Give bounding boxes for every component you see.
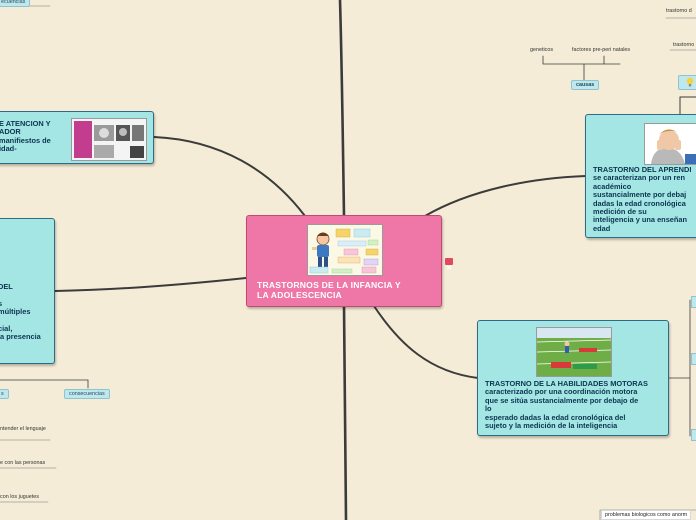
top-left-tab[interactable]: ecuencias [0, 0, 31, 7]
central-node-image [307, 224, 383, 276]
node-left-mid[interactable]: DEL s múltiples cial, la presencia [0, 218, 55, 364]
node-atencion[interactable]: E ATENCION Y ADOR manifiestos de idad- [0, 111, 154, 164]
node-motoras-text: TRASTORNO DE LA HABILIDADES MOTORAS cara… [485, 379, 648, 431]
pill-consecuencias[interactable]: consecuencias [64, 389, 110, 399]
lightbulb-icon[interactable] [678, 75, 696, 90]
central-title: TRASTORNOS DE LA INFANCIA Y LA ADOLESCEN… [257, 280, 401, 301]
node-motoras-image [536, 327, 612, 377]
link-motoras [373, 305, 479, 379]
label-lenguaje[interactable]: ntender el lenguaje [0, 426, 46, 432]
link-idea [679, 96, 696, 116]
label-personas[interactable]: e con las personas [0, 460, 46, 466]
label-biologicos[interactable]: problemas biologicos como anorm [601, 510, 692, 520]
node-left-mid-text: DEL s múltiples cial, la presencia [0, 282, 41, 342]
pill-s[interactable]: s [0, 389, 9, 399]
link-left-mid [54, 277, 247, 292]
label-trastorno[interactable]: trastorno [673, 42, 695, 48]
pill-causas[interactable]: causas [571, 80, 600, 90]
link-trunk-top [338, 0, 346, 218]
link-trunk-bottom [342, 304, 348, 520]
right-tab-1[interactable] [691, 296, 696, 308]
label-geneticos[interactable]: geneticos [530, 47, 554, 53]
right-tab-2[interactable] [691, 353, 696, 365]
collapse-icon[interactable] [445, 258, 453, 270]
label-factores[interactable]: factores pre-peri natales [572, 47, 631, 53]
right-tab-3[interactable] [691, 429, 696, 441]
link-left-top [153, 136, 306, 217]
node-aprendizaje-image [644, 123, 696, 165]
link-aprendizaje [424, 175, 587, 217]
node-atencion-image [71, 118, 147, 161]
node-aprendizaje-text: TRASTORNO DEL APRENDI se caracterizan po… [593, 165, 692, 233]
node-atencion-text: E ATENCION Y ADOR manifiestos de idad- [0, 119, 51, 154]
node-motoras[interactable]: TRASTORNO DE LA HABILIDADES MOTORAS cara… [477, 320, 669, 436]
node-aprendizaje[interactable]: TRASTORNO DEL APRENDI se caracterizan po… [585, 114, 696, 238]
label-juguetes[interactable]: con los juguetes [0, 494, 39, 500]
label-trastorno-d[interactable]: trastorno d [666, 8, 692, 14]
central-node[interactable]: TRASTORNOS DE LA INFANCIA Y LA ADOLESCEN… [246, 215, 442, 307]
